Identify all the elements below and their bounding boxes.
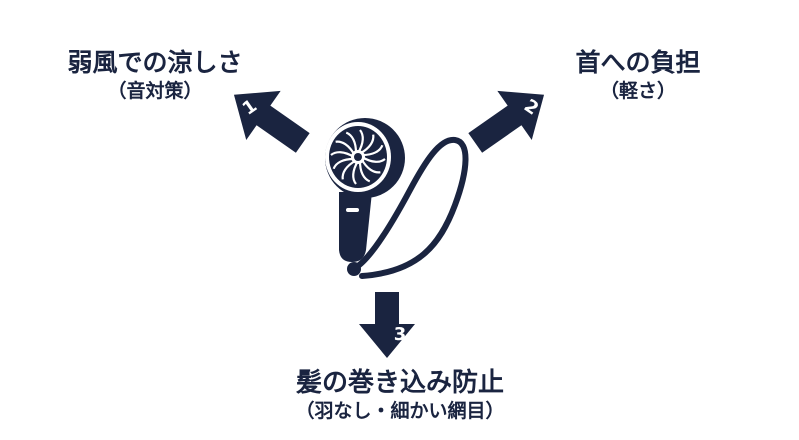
point-3-title: 髪の巻き込み防止 [224,368,576,400]
point-3-title-text: 髪の巻き込み防止 [295,368,504,398]
point-1-label: 弱風での涼しさ （音対策） [24,48,286,104]
arrow-3 [359,292,415,358]
point-3-subtitle: （羽なし・細かい網目） [295,400,505,422]
point-2-label: 首への負担 （軽さ） [532,48,744,104]
point-1-title: 弱風での涼しさ [24,48,286,80]
arrow-3-number: 3 [394,324,407,345]
point-3-label: 髪の巻き込み防止 （羽なし・細かい網目） [224,368,576,424]
point-1-title-text: 弱風での涼しさ [67,48,243,77]
arrow-2 [468,90,545,153]
point-2-subtitle: （軽さ） [599,80,676,102]
arrow-1 [233,90,310,153]
point-1-subtitle: （音対策） [107,80,203,102]
handheld-fan-icon [325,118,469,279]
point-2-title: 首への負担 [532,48,744,80]
point-2-title-text: 首への負担 [575,48,701,77]
